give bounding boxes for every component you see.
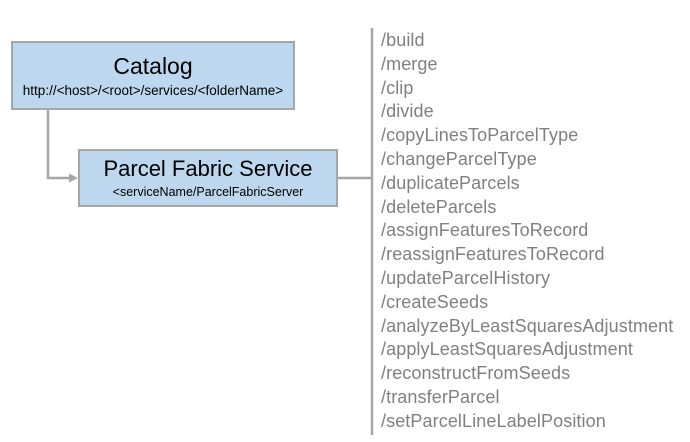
operation-item: /assignFeaturesToRecord: [381, 220, 589, 241]
operation-item: /reassignFeaturesToRecord: [381, 244, 605, 265]
operation-item: /applyLeastSquaresAdjustment: [381, 339, 633, 360]
operation-item: /createSeeds: [381, 291, 489, 312]
operation-item: /deleteParcels: [381, 196, 497, 217]
operations-list: /build /merge /clip /divide /copyLinesTo…: [381, 29, 681, 434]
operation-item: /divide: [381, 101, 434, 122]
connector-arrowhead: [69, 173, 78, 183]
catalog-node-title: Catalog: [113, 52, 193, 79]
catalog-node-url: http://<host>/<root>/services/<folderNam…: [22, 82, 284, 98]
operation-item: /merge: [381, 53, 438, 74]
operation-item: /build: [381, 30, 425, 50]
operation-item: /changeParcelType: [381, 148, 537, 169]
catalog-node: Catalog http://<host>/<root>/services/<f…: [11, 41, 295, 110]
operation-item: /transferParcel: [381, 386, 500, 407]
operation-item: /copyLinesToParcelType: [381, 125, 579, 146]
parcel-fabric-service-node-path: <serviceName/ParcelFabricServer: [112, 185, 304, 199]
operation-item: /setParcelLineLabelPosition: [381, 410, 606, 431]
operation-item: /updateParcelHistory: [381, 267, 551, 288]
operation-item: /reconstructFromSeeds: [381, 363, 571, 384]
operation-item: /duplicateParcels: [381, 172, 520, 193]
catalog-to-service-connector: [46, 110, 72, 180]
operation-item: /clip: [381, 77, 414, 98]
operation-item: /analyzeByLeastSquaresAdjustment: [381, 315, 674, 336]
parcel-fabric-service-node-title: Parcel Fabric Service: [103, 156, 313, 181]
parcel-fabric-service-node: Parcel Fabric Service <serviceName/Parce…: [78, 149, 338, 207]
